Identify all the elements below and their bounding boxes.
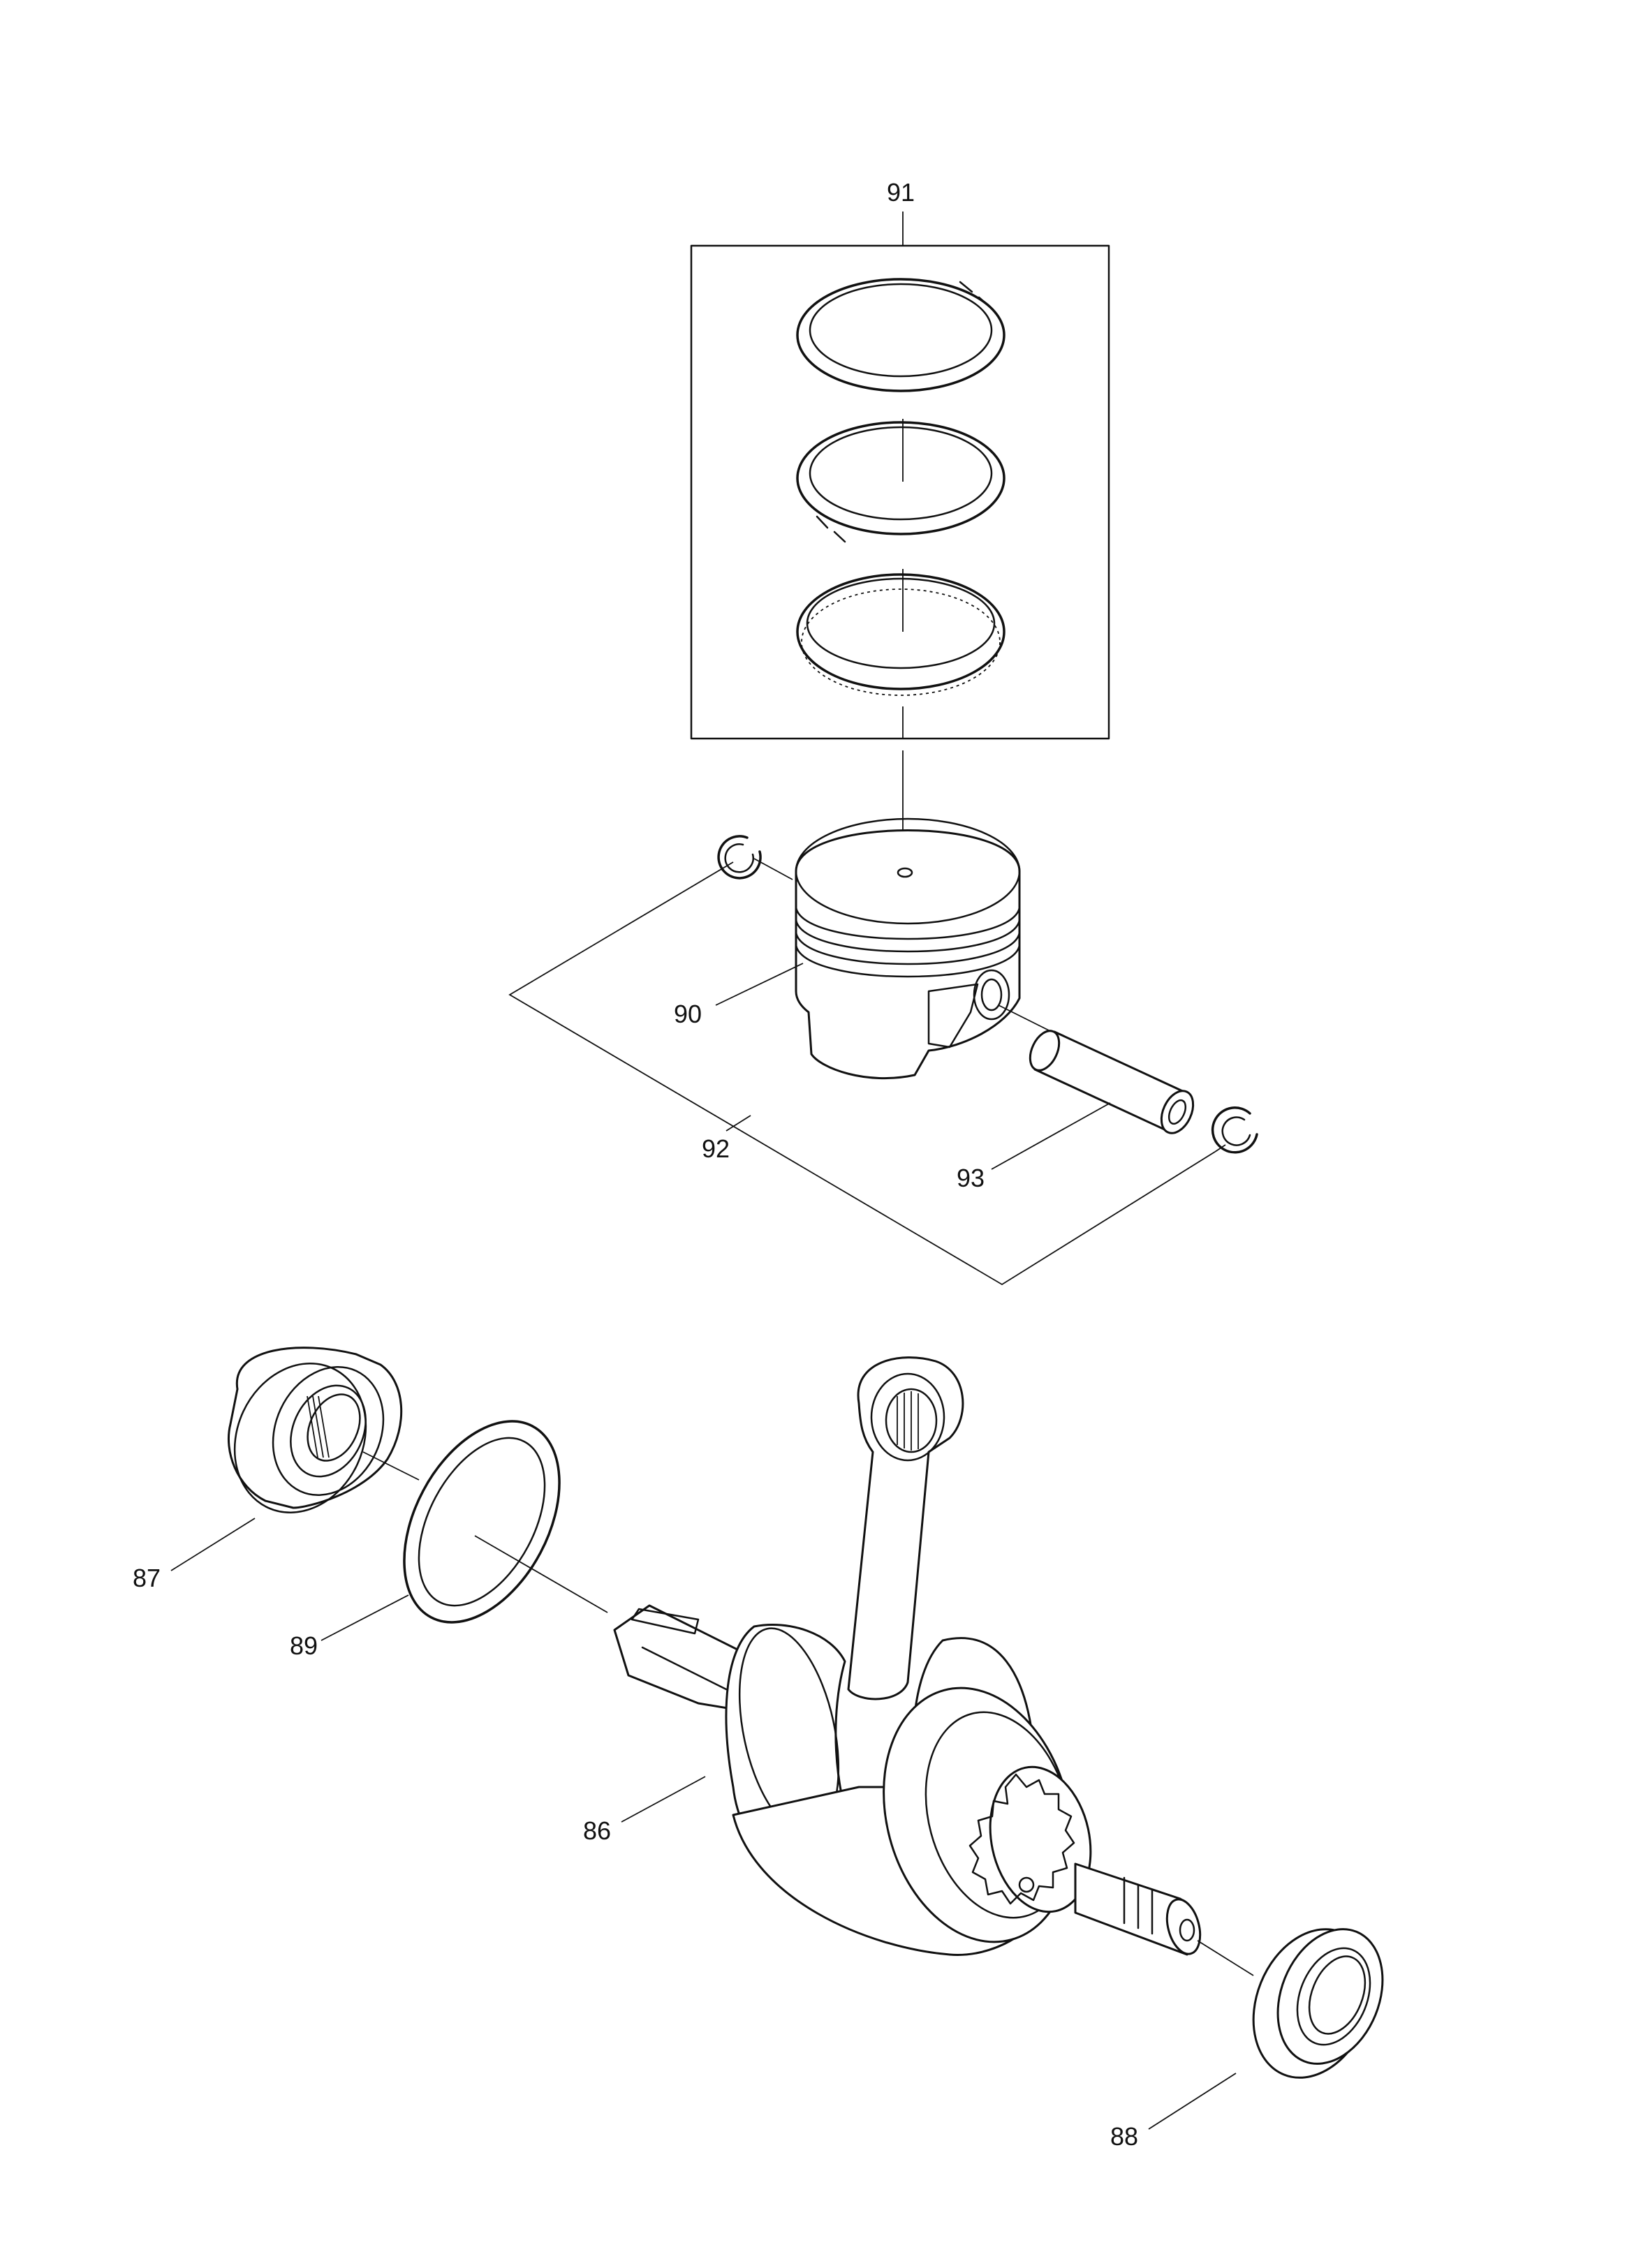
piston-pin[interactable] xyxy=(1024,1026,1200,1138)
part-label-87: 87 xyxy=(133,1564,161,1592)
piston-assembly-group xyxy=(508,861,1216,1286)
leader-86 xyxy=(621,1776,706,1823)
ring-set-frame xyxy=(690,244,1110,740)
crankshaft-drive-gear xyxy=(968,1765,1092,1913)
piston-assembly-bracket xyxy=(508,861,1216,1286)
crankshaft-bearing-left[interactable] xyxy=(211,1342,404,1534)
part-label-93: 93 xyxy=(957,1164,985,1192)
leader-92 xyxy=(725,1115,751,1132)
compression-ring-middle xyxy=(796,421,1006,543)
crankshaft-bearing-right[interactable] xyxy=(1232,1911,1402,2096)
part-label-92: 92 xyxy=(702,1134,730,1163)
leader-87 xyxy=(170,1518,256,1571)
piston-ring-set[interactable] xyxy=(690,212,1110,740)
crankshaft[interactable] xyxy=(613,1356,1206,1964)
part-label-91: 91 xyxy=(887,178,915,207)
part-label-86: 86 xyxy=(583,1816,611,1845)
oil-ring xyxy=(796,573,1006,696)
leader-89 xyxy=(321,1594,409,1641)
crankshaft-shim[interactable] xyxy=(372,1395,591,1649)
part-label-88: 88 xyxy=(1110,2122,1138,2151)
piston[interactable] xyxy=(795,817,1021,1080)
leader-90 xyxy=(715,963,804,1006)
compression-ring-top xyxy=(796,278,1006,392)
leader-93 xyxy=(991,1102,1111,1170)
part-label-90: 90 xyxy=(674,1000,702,1028)
piston-pin-circlip-right[interactable] xyxy=(1211,1106,1258,1154)
part-label-89: 89 xyxy=(290,1631,318,1660)
piston-pin-circlip-left[interactable] xyxy=(717,835,762,880)
leader-88 xyxy=(1148,2073,1237,2130)
